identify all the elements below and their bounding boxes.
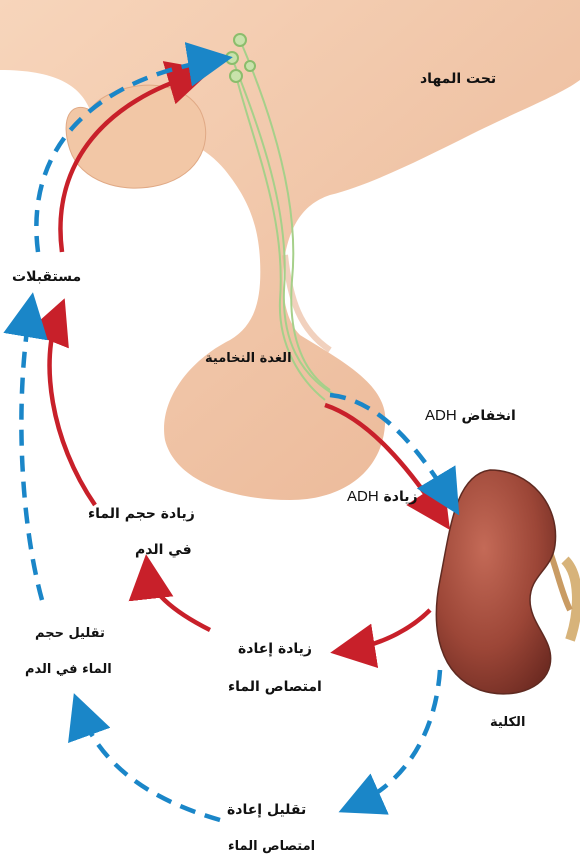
dash-reabsorption-to-volume bbox=[80, 710, 220, 820]
adh-increase-label: زيادة ADH bbox=[347, 489, 418, 504]
kidney-label: الكلية bbox=[490, 716, 525, 729]
receptors-label: مستقبلات bbox=[12, 270, 81, 284]
arrow-volume-to-receptors bbox=[50, 315, 95, 505]
hypothalamus-label: تحت المهاد bbox=[420, 72, 496, 86]
adh-increase-abbr: ADH bbox=[347, 488, 379, 505]
increase-reabsorption-line2: امتصاص الماء bbox=[228, 680, 322, 694]
arrow-kidney-to-reabsorption bbox=[348, 610, 430, 650]
arrow-reabsorption-to-volume bbox=[148, 572, 210, 630]
pituitary-label: الغدة النخامية bbox=[205, 352, 292, 365]
kidney-organ bbox=[436, 470, 577, 694]
increase-blood-volume-line1: زيادة حجم الماء bbox=[88, 507, 195, 521]
adh-decrease-word: انخفاض bbox=[462, 408, 516, 424]
increase-reabsorption-line1: زيادة إعادة bbox=[238, 642, 312, 656]
decrease-blood-volume-line1: تقليل حجم bbox=[35, 627, 105, 640]
adh-decrease-label: انخفاض ADH bbox=[425, 408, 516, 423]
decrease-blood-volume-line2: الماء في الدم bbox=[25, 663, 112, 676]
decrease-reabsorption-line2: امتصاص الماء bbox=[228, 840, 315, 853]
dash-volume-to-receptors bbox=[21, 310, 42, 600]
adh-decrease-abbr: ADH bbox=[425, 407, 457, 424]
dash-kidney-to-reabsorption bbox=[355, 670, 440, 805]
adh-increase-word: زيادة bbox=[384, 489, 418, 505]
increase-blood-volume-line2: في الدم bbox=[135, 543, 192, 557]
decrease-reabsorption-line1: تقليل إعادة bbox=[227, 803, 306, 817]
